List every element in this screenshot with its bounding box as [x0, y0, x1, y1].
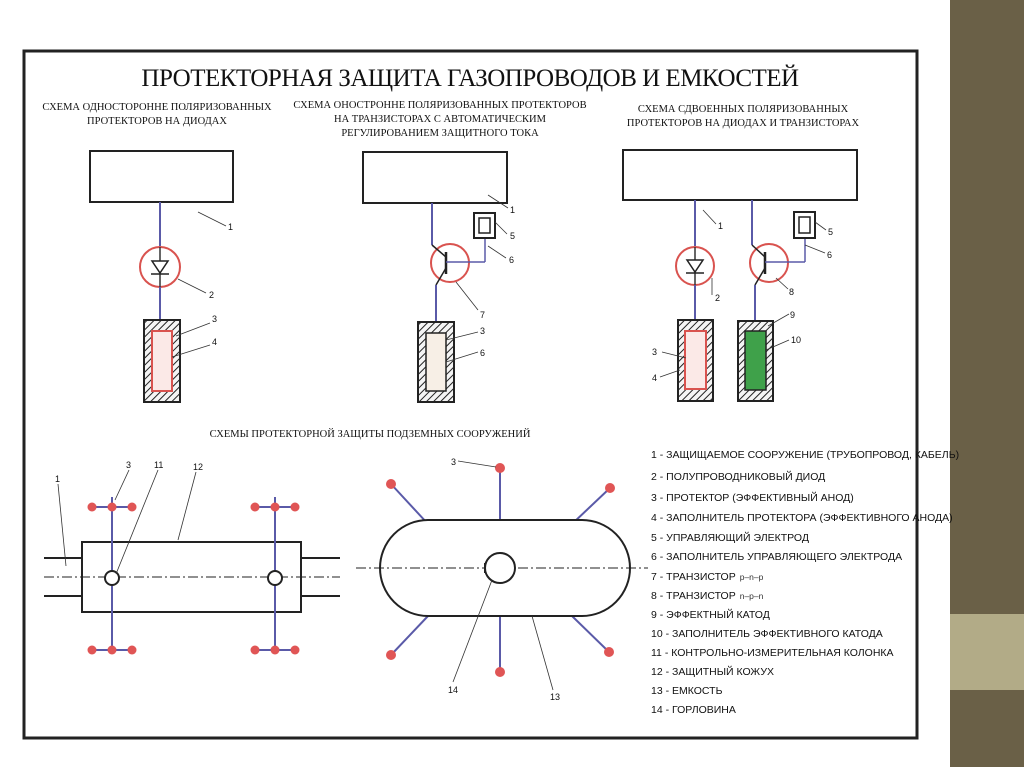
protector-dot: [127, 502, 137, 512]
scheme-1-caption-line-1: СХЕМА ОДНОСТОРОННЕ ПОЛЯРИЗОВАННЫХ: [42, 102, 272, 113]
tank-neck: [484, 552, 516, 584]
label: 5: [510, 231, 515, 241]
protector-diagram: ПРОТЕКТОРНАЯ ЗАЩИТА ГАЗОПРОВОДОВ И ЕМКОС…: [22, 49, 959, 740]
test-column: [104, 570, 120, 586]
transistor-circle: [749, 243, 789, 283]
protector-dot: [290, 645, 300, 655]
label: 4: [652, 373, 657, 383]
diode-icon: [150, 260, 170, 275]
legend-item-3: 3 - ПРОТЕКТОР (ЭФФЕКТИВНЫЙ АНОД): [651, 491, 854, 504]
scheme-2-caption-line-2: НА ТРАНЗИСТОРАХ С АВТОМАТИЧЕСКИМ: [334, 114, 547, 125]
protected-structure: [362, 151, 508, 204]
protector-dot: [495, 463, 505, 473]
label: 5: [828, 227, 833, 237]
label: 7: [480, 310, 485, 320]
test-column: [267, 570, 283, 586]
scheme-1-caption-line-2: ПРОТЕКТОРОВ НА ДИОДАХ: [87, 116, 227, 127]
slide-frame: [22, 49, 919, 740]
scheme-3: СХЕМА СДВОЕННЫХ ПОЛЯРИЗОВАННЫХ ПРОТЕКТОР…: [622, 104, 860, 402]
transistor-circle: [430, 243, 470, 283]
protector-dot: [386, 650, 396, 660]
legend-item-12: 12 - ЗАЩИТНЫЙ КОЖУХ: [651, 665, 774, 678]
protected-structure: [622, 149, 858, 201]
scheme-2-caption-line-1: СХЕМА ОНОСТРОННЕ ПОЛЯРИЗОВАННЫХ ПРОТЕКТО…: [293, 100, 586, 111]
protector-dot: [250, 645, 260, 655]
tank-diagram: 3 14 13: [356, 457, 648, 702]
legend-item-13: 13 - ЕМКОСТЬ: [651, 685, 723, 697]
page-title: ПРОТЕКТОРНАЯ ЗАЩИТА ГАЗОПРОВОДОВ И ЕМКОС…: [141, 64, 799, 92]
label: 14: [448, 685, 458, 695]
label: 3: [480, 326, 485, 336]
protected-structure: [89, 150, 234, 203]
protector-dot: [270, 645, 280, 655]
legend-item-11: 11 - КОНТРОЛЬНО-ИЗМЕРИТЕЛЬНАЯ КОЛОНКА: [651, 647, 894, 659]
diode-icon: [685, 259, 705, 274]
label: 8: [789, 287, 794, 297]
underground-caption: СХЕМЫ ПРОТЕКТОРНОЙ ЗАЩИТЫ ПОДЗЕМНЫХ СООР…: [210, 428, 531, 440]
protector-filler: [151, 330, 173, 392]
protector-dot: [107, 502, 117, 512]
legend-item-7-text: 7 - ТРАНЗИСТОР: [651, 571, 736, 583]
label: 1: [228, 222, 233, 232]
label: 6: [509, 255, 514, 265]
protector-dot: [250, 502, 260, 512]
label: 3: [451, 457, 456, 467]
label: 11: [154, 460, 163, 470]
scheme-2-caption-line-3: РЕГУЛИРОВАНИЕМ ЗАЩИТНОГО ТОКА: [341, 128, 539, 139]
legend-item-4: 4 - ЗАПОЛНИТЕЛЬ ПРОТЕКТОРА (ЭФФЕКТИВНОГО…: [651, 512, 953, 524]
protector-dot: [495, 667, 505, 677]
label: 6: [480, 348, 485, 358]
label: 1: [55, 474, 60, 484]
label: 1: [718, 221, 723, 231]
label: 2: [715, 293, 720, 303]
scheme-3-caption-line-2: ПРОТЕКТОРОВ НА ДИОДАХ И ТРАНЗИСТОРАХ: [627, 118, 860, 129]
cathode-filler: [744, 330, 767, 391]
protector-dot: [386, 479, 396, 489]
legend-item-7: 7 - ТРАНЗИСТОР p–n–p: [651, 571, 764, 583]
legend-item-6: 6 - ЗАПОЛНИТЕЛЬ УПРАВЛЯЮЩЕГО ЭЛЕКТРОДА: [651, 551, 902, 563]
legend: 1 - ЗАЩИЩАЕМОЕ СООРУЖЕНИЕ (ТРУБОПРОВОД, …: [651, 449, 959, 716]
pipe-crossing-diagram: 1 3 11 12: [44, 460, 340, 655]
scheme-2: СХЕМА ОНОСТРОННЕ ПОЛЯРИЗОВАННЫХ ПРОТЕКТО…: [293, 100, 587, 403]
protector-filler: [684, 330, 707, 390]
label: 4: [212, 337, 217, 347]
label: 9: [790, 310, 795, 320]
label: 1: [510, 205, 515, 215]
label: 2: [209, 290, 214, 300]
label: 6: [827, 250, 832, 260]
label: 3: [652, 347, 657, 357]
scheme-1: СХЕМА ОДНОСТОРОННЕ ПОЛЯРИЗОВАННЫХ ПРОТЕК…: [42, 102, 272, 403]
legend-item-5: 5 - УПРАВЛЯЮЩИЙ ЭЛЕКТРОД: [651, 531, 809, 544]
protector-dot: [604, 647, 614, 657]
legend-item-1: 1 - ЗАЩИЩАЕМОЕ СООРУЖЕНИЕ (ТРУБОПРОВОД, …: [651, 449, 959, 461]
label: 10: [791, 335, 801, 345]
legend-item-7-type: p–n–p: [740, 572, 764, 582]
legend-item-8-type: n–p–n: [740, 591, 764, 601]
protector-dot: [87, 502, 97, 512]
protector-dot: [270, 502, 280, 512]
label: 13: [550, 692, 560, 702]
legend-item-8-text: 8 - ТРАНЗИСТОР: [651, 590, 736, 602]
protector-dot: [290, 502, 300, 512]
sidebar-accent-band: [950, 614, 1024, 690]
protector-dot: [127, 645, 137, 655]
protector-dot: [605, 483, 615, 493]
legend-item-2: 2 - ПОЛУПРОВОДНИКОВЫЙ ДИОД: [651, 470, 825, 483]
legend-item-14: 14 - ГОРЛОВИНА: [651, 704, 736, 716]
label: 3: [212, 314, 217, 324]
protector-dot: [107, 645, 117, 655]
legend-item-9: 9 - ЭФФЕКТНЫЙ КАТОД: [651, 608, 770, 621]
label: 3: [126, 460, 131, 470]
protector-dot: [87, 645, 97, 655]
label: 12: [193, 462, 203, 472]
scheme-3-caption-line-1: СХЕМА СДВОЕННЫХ ПОЛЯРИЗОВАННЫХ: [638, 104, 849, 115]
protector-filler: [425, 332, 447, 392]
legend-item-10: 10 - ЗАПОЛНИТЕЛЬ ЭФФЕКТИВНОГО КАТОДА: [651, 628, 883, 640]
legend-item-8: 8 - ТРАНЗИСТОР n–p–n: [651, 590, 764, 602]
